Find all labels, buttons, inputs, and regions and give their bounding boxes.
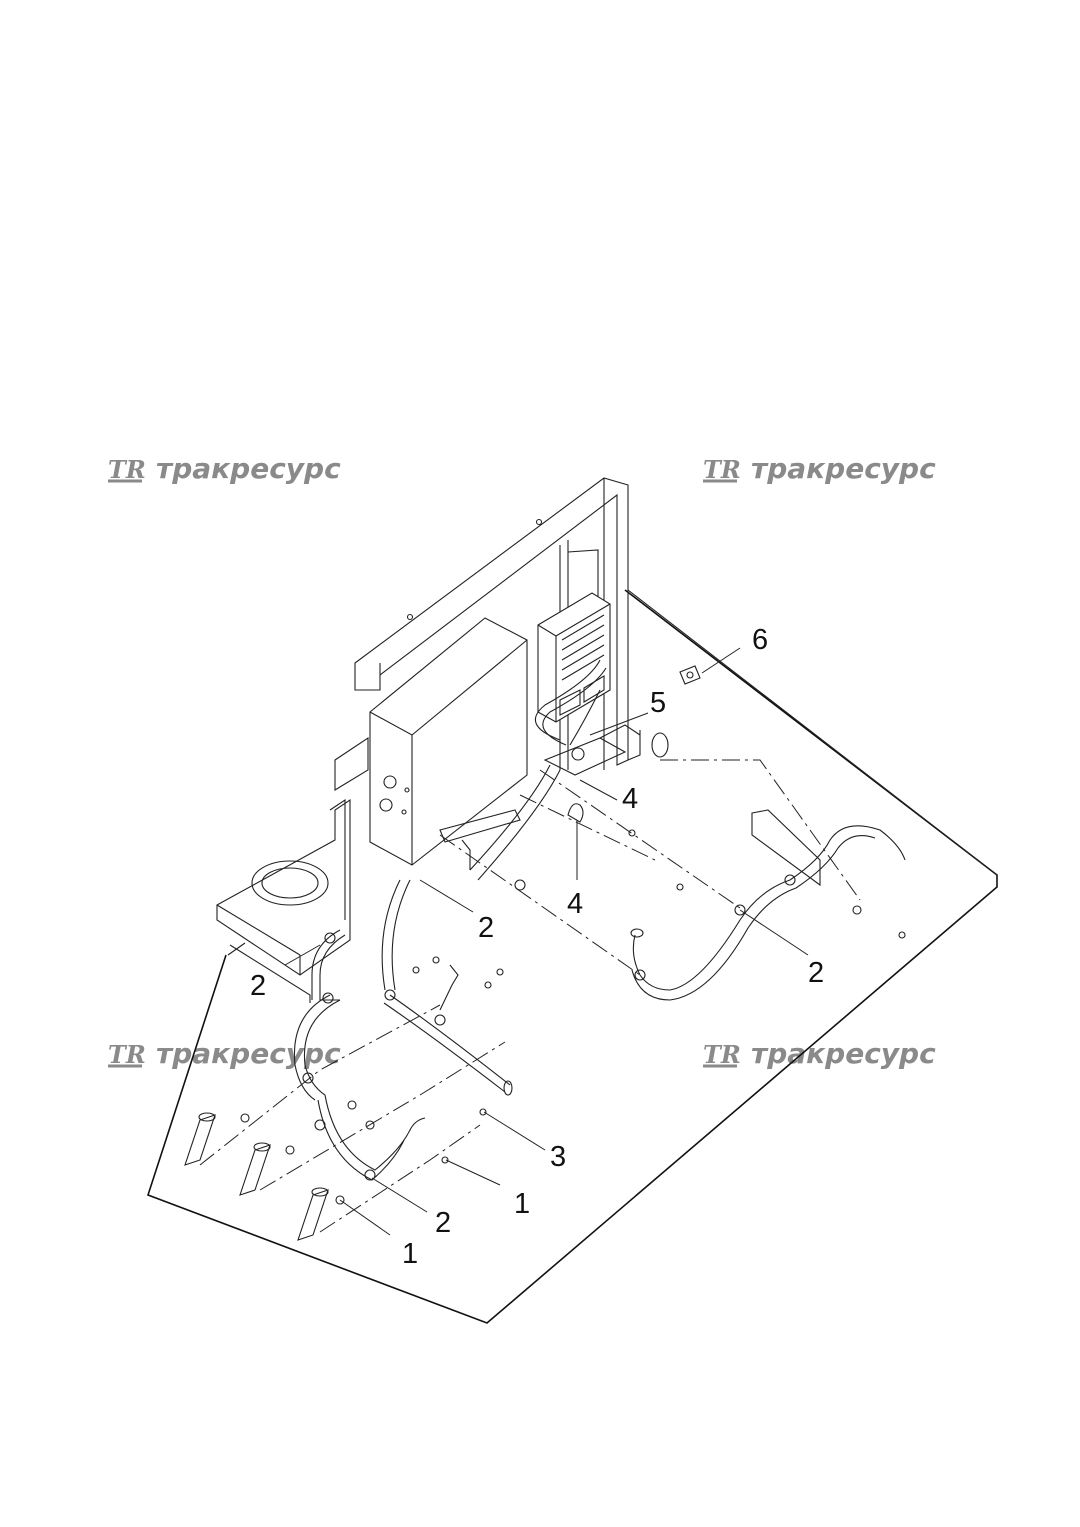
callout-2: 2 <box>478 912 494 944</box>
callout-4: 4 <box>622 783 638 815</box>
watermark-text: тракресурс <box>751 1037 936 1070</box>
callout-6: 6 <box>752 624 768 656</box>
clamp-6 <box>679 665 701 685</box>
callout-1: 1 <box>514 1188 530 1220</box>
watermark-logo: TR <box>703 1040 741 1069</box>
callout-5: 5 <box>650 687 666 719</box>
terminal-posts <box>184 1112 329 1241</box>
watermark-logo: TR <box>108 455 146 484</box>
watermark-logo: TR <box>703 455 741 484</box>
assembly-lines <box>199 759 861 1233</box>
callout-3: 3 <box>550 1141 566 1173</box>
watermark-logo: TR <box>108 1040 146 1069</box>
clamp-4-upper <box>567 803 584 823</box>
callout-2: 2 <box>435 1207 451 1239</box>
leader-lines <box>284 647 809 1236</box>
watermark-top-left: TR тракресурс <box>108 452 341 485</box>
watermark-text: тракресурс <box>156 452 341 485</box>
watermark-text: тракресурс <box>156 1037 341 1070</box>
watermark-bottom-left: TR тракресурс <box>108 1037 341 1070</box>
side-panel-cutout <box>751 809 821 887</box>
watermark-bottom-right: TR тракресурс <box>703 1037 936 1070</box>
electrical-box <box>369 617 528 866</box>
watermark-text: тракресурс <box>751 452 936 485</box>
callout-labels: 6 5 4 4 2 2 2 3 1 2 1 <box>250 624 824 1270</box>
callout-2: 2 <box>808 957 824 989</box>
cable-harness <box>293 659 906 1181</box>
watermark-top-right: TR тракресурс <box>703 452 936 485</box>
callout-4: 4 <box>567 888 583 920</box>
callout-2: 2 <box>250 970 266 1002</box>
fasteners <box>240 829 906 1205</box>
mounting-deck <box>216 736 521 1003</box>
callout-1: 1 <box>402 1238 418 1270</box>
relay-bracket <box>543 724 669 776</box>
